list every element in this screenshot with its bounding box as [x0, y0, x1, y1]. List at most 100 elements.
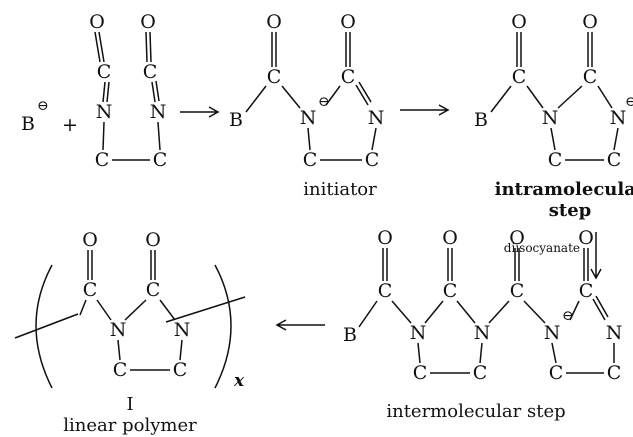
- intermolecular-structure: B C O N C O N C C C O N ⊖ C O N C C: [343, 227, 622, 384]
- double-bond: [271, 32, 277, 67]
- intramolecular-structure: B C O N C O N ⊖ C C: [474, 11, 633, 171]
- reactant-base: B ⊖ +: [21, 98, 78, 136]
- atom-o: O: [82, 229, 98, 251]
- atom-c: C: [97, 61, 112, 83]
- double-bond: [382, 248, 388, 281]
- atom-c: C: [607, 362, 622, 384]
- label-linear-polymer: linear polymer: [63, 415, 197, 436]
- atom-n: N: [150, 101, 167, 123]
- atom-n: N: [544, 322, 561, 344]
- initiator-structure: B C O N ⊖ C O N C C: [229, 11, 384, 171]
- chain-bond: [165, 296, 246, 323]
- open-paren: [35, 264, 53, 389]
- bond: [569, 300, 580, 321]
- plus-sign: +: [62, 114, 78, 136]
- double-bond: [514, 248, 520, 281]
- atom-c: C: [365, 149, 380, 171]
- close-paren: [214, 264, 232, 389]
- bond: [281, 85, 301, 109]
- atom-c: C: [512, 66, 527, 88]
- bond: [424, 300, 444, 324]
- atom-c: C: [267, 66, 282, 88]
- label-intramolecular: intramolecular: [495, 179, 633, 200]
- double-bond: [587, 32, 593, 67]
- double-bond: [345, 32, 351, 67]
- arrow-4: [275, 319, 325, 331]
- atom-c: C: [473, 362, 488, 384]
- bond: [551, 342, 557, 364]
- bond: [371, 127, 377, 151]
- atom-n: N: [610, 107, 627, 129]
- atom-n: N: [174, 319, 191, 341]
- atom-o: O: [140, 11, 156, 33]
- bond: [358, 300, 378, 328]
- atom-c: C: [378, 280, 393, 302]
- double-bond: [87, 250, 93, 280]
- double-bond: [151, 80, 160, 103]
- bond: [597, 85, 613, 109]
- anion-charge: ⊖: [562, 308, 574, 324]
- atom-c: C: [83, 279, 98, 301]
- atom-b: B: [474, 109, 488, 131]
- atom-c: C: [549, 362, 564, 384]
- atom-o: O: [442, 227, 458, 249]
- bond: [307, 127, 311, 151]
- atom-c: C: [510, 280, 525, 302]
- atom-c: C: [146, 279, 161, 301]
- atom-o: O: [509, 227, 525, 249]
- atom-n: N: [96, 101, 113, 123]
- double-bond: [102, 81, 110, 103]
- atom-b: B: [343, 324, 357, 346]
- arrow-1: [180, 106, 220, 118]
- atom-c: C: [303, 149, 318, 171]
- bond: [523, 300, 546, 324]
- compound-number: I: [126, 394, 133, 415]
- label-intermolecular: intermolecular step: [386, 401, 565, 422]
- atom-o: O: [578, 227, 594, 249]
- bond: [526, 85, 544, 109]
- reactant-diisocyanate: O C N C O C N C: [89, 11, 167, 171]
- atom-b: B: [21, 113, 35, 135]
- double-bond: [94, 31, 105, 63]
- bond: [488, 300, 510, 324]
- atom-n: N: [110, 319, 127, 341]
- double-bond: [145, 31, 152, 63]
- atom-o: O: [145, 229, 161, 251]
- atom-n: N: [474, 322, 491, 344]
- atom-b: B: [229, 109, 243, 131]
- atom-c: C: [143, 61, 158, 83]
- atom-c: C: [95, 149, 110, 171]
- bond: [245, 85, 267, 113]
- bond: [613, 127, 619, 151]
- label-reagent: diisocyanate: [504, 241, 580, 255]
- bond: [157, 121, 161, 151]
- chain-bond: [14, 313, 79, 339]
- double-bond: [583, 248, 589, 281]
- atom-o: O: [340, 11, 356, 33]
- double-bond: [150, 250, 156, 280]
- bond: [124, 299, 147, 321]
- atom-c: C: [579, 280, 594, 302]
- bond: [117, 339, 121, 361]
- bond: [557, 85, 583, 109]
- atom-n: N: [606, 322, 623, 344]
- bond: [179, 339, 183, 361]
- atom-o: O: [89, 11, 105, 33]
- bond: [391, 300, 412, 324]
- bond: [79, 299, 87, 316]
- atom-o: O: [377, 227, 393, 249]
- double-bond: [516, 32, 522, 67]
- atom-n: N: [410, 322, 427, 344]
- double-bond: [592, 295, 609, 321]
- bond: [479, 342, 483, 364]
- polymer-structure: C O N C O N C C x: [14, 229, 246, 391]
- double-bond: [447, 248, 453, 281]
- atom-c: C: [341, 66, 356, 88]
- arrow-2: [400, 104, 450, 116]
- atom-n: N: [300, 107, 317, 129]
- bond: [490, 85, 512, 113]
- bond: [102, 121, 105, 151]
- anion-charge: ⊖: [318, 94, 330, 110]
- atom-o: O: [266, 11, 282, 33]
- atom-c: C: [548, 149, 563, 171]
